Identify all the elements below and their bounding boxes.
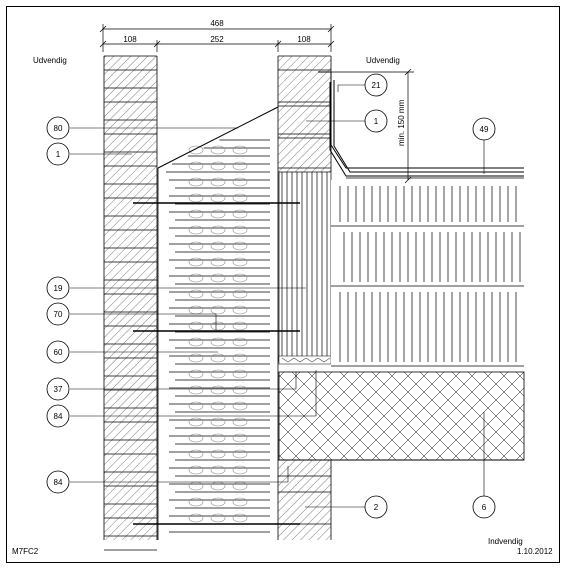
min-height-note: min. 150 mm xyxy=(397,99,406,146)
callout-1-right: 1 xyxy=(364,109,388,133)
svg-text:37: 37 xyxy=(54,385,63,394)
leader-lines xyxy=(70,84,485,508)
callout-84-a: 84 xyxy=(46,404,70,428)
drawing-code: M7FC2 xyxy=(12,547,39,556)
callout-21: 21 xyxy=(364,73,388,97)
roof-insulation xyxy=(331,180,524,367)
callout-84-b: 84 xyxy=(46,470,70,494)
svg-text:84: 84 xyxy=(54,412,63,421)
svg-text:1: 1 xyxy=(374,117,379,126)
dim-left-wall: 108 xyxy=(123,35,137,44)
svg-text:60: 60 xyxy=(54,348,63,357)
right-brick-wall xyxy=(277,55,332,540)
callout-70: 70 xyxy=(46,302,70,326)
svg-text:84: 84 xyxy=(54,478,63,487)
label-outside-left: Udvendig xyxy=(33,56,67,65)
dimension-lines xyxy=(99,24,335,52)
wall-ties xyxy=(133,202,300,525)
dim-total: 468 xyxy=(210,19,224,28)
vertical-insulation xyxy=(278,171,332,365)
label-outside-top: Udvendig xyxy=(366,56,400,65)
cavity-insulation xyxy=(157,106,279,540)
svg-text:49: 49 xyxy=(480,125,489,134)
callout-37: 37 xyxy=(46,377,70,401)
dim-cavity: 252 xyxy=(210,35,224,44)
concrete-deck xyxy=(278,371,525,461)
callout-6: 6 xyxy=(472,495,496,519)
min-height-dimension xyxy=(318,68,414,184)
callout-49: 49 xyxy=(472,117,496,141)
callout-19: 19 xyxy=(46,276,70,300)
label-inside: Indvendig xyxy=(488,537,523,546)
callout-2: 2 xyxy=(364,495,388,519)
callout-60: 60 xyxy=(46,340,70,364)
svg-text:80: 80 xyxy=(54,124,63,133)
svg-text:2: 2 xyxy=(374,503,379,512)
left-brick-wall xyxy=(103,55,158,551)
dim-right-wall: 108 xyxy=(297,35,311,44)
svg-text:21: 21 xyxy=(372,81,381,90)
svg-text:70: 70 xyxy=(54,310,63,319)
svg-text:19: 19 xyxy=(54,284,63,293)
callout-1-left: 1 xyxy=(46,142,70,166)
svg-text:6: 6 xyxy=(482,503,487,512)
callout-80: 80 xyxy=(46,116,70,140)
drawing-date: 1.10.2012 xyxy=(517,547,553,556)
svg-text:1: 1 xyxy=(56,150,61,159)
